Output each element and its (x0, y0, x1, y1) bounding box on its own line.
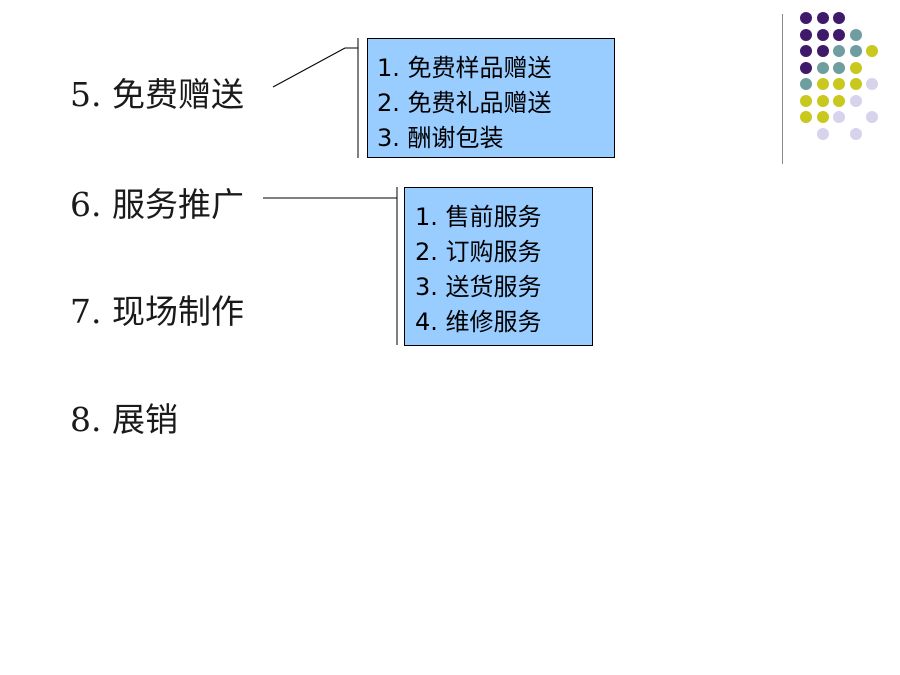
decor-dot (800, 45, 812, 57)
decor-dot (800, 28, 812, 41)
decor-dot (833, 12, 845, 24)
gifts-line-1: 1. 免费样品赠送 (377, 54, 552, 82)
decor-dot (816, 78, 829, 90)
decor-dot (816, 127, 829, 140)
item-onsite-production: 7. 现场制作 (70, 292, 244, 331)
decor-dot (849, 45, 862, 57)
decor-dot (833, 111, 845, 123)
services-line-2: 2. 订购服务 (415, 238, 542, 266)
decor-dot (800, 94, 812, 107)
decor-dot (800, 61, 812, 74)
services-line-3: 3. 送货服务 (415, 273, 542, 301)
decor-dot (833, 78, 845, 90)
decor-dot (816, 61, 829, 74)
item-exhibition-sale: 8. 展销 (70, 400, 178, 439)
services-detail-box: 1. 售前服务 2. 订购服务 3. 送货服务 4. 维修服务 (404, 187, 593, 346)
gifts-detail-box: 1. 免费样品赠送 2. 免费礼品赠送 3. 酬谢包装 (367, 38, 615, 158)
gifts-line-2: 2. 免费礼品赠送 (377, 89, 552, 117)
decor-dot (833, 61, 845, 74)
connector-gifts-diagonal (272, 47, 346, 88)
services-line-4: 4. 维修服务 (415, 308, 542, 336)
gifts-line-3: 3. 酬谢包装 (377, 124, 504, 152)
decor-dot (833, 94, 845, 107)
decor-dot (833, 28, 845, 41)
decor-dot (816, 94, 829, 107)
decor-dot (800, 111, 812, 123)
decor-dot (816, 12, 829, 24)
decor-dot (866, 111, 878, 123)
decor-dot (849, 94, 862, 107)
decor-dot (849, 28, 862, 41)
decor-dot (849, 127, 862, 140)
decor-dot (849, 78, 862, 90)
item-service-promotion: 6. 服务推广 (70, 185, 244, 224)
decor-dot (866, 78, 878, 90)
decor-dot (849, 61, 862, 74)
decor-dot (833, 45, 845, 57)
decor-dot (816, 45, 829, 57)
item-free-gift: 5. 免费赠送 (70, 75, 244, 114)
decor-dot (816, 28, 829, 41)
decor-dot-grid (800, 12, 890, 147)
decor-divider (782, 14, 783, 164)
decor-dot (800, 78, 812, 90)
decor-dot (800, 12, 812, 24)
decor-dot (816, 111, 829, 123)
decor-dot (866, 45, 878, 57)
services-line-1: 1. 售前服务 (415, 203, 542, 231)
